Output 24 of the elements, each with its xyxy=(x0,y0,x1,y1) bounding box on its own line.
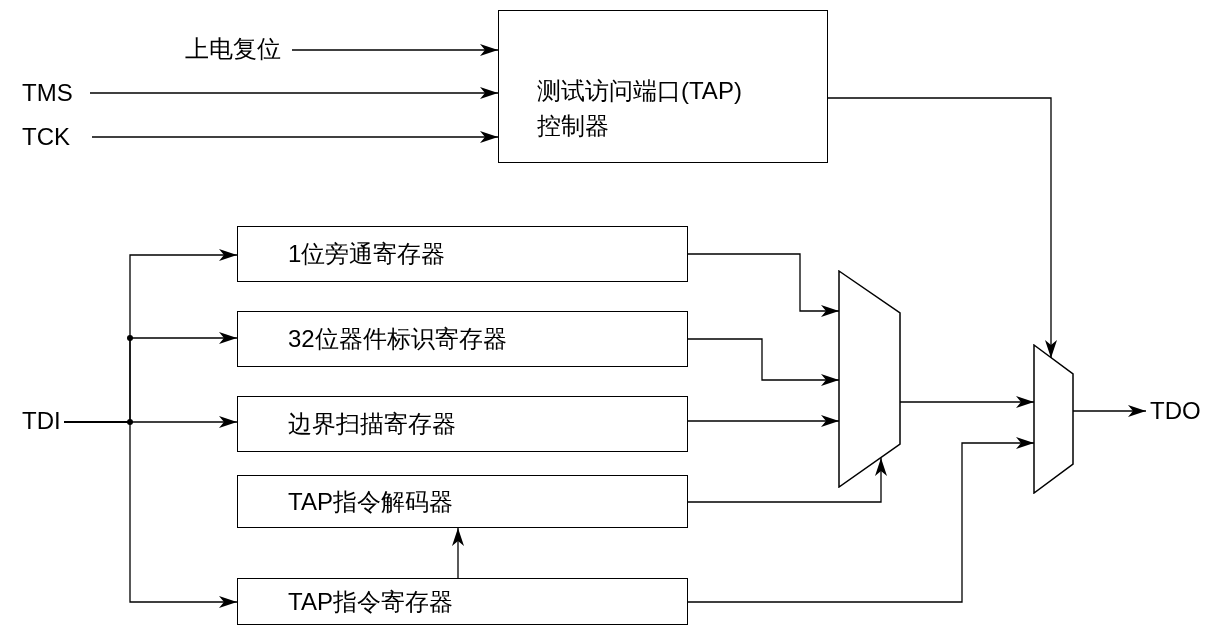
register-box: TAP指令寄存器 xyxy=(237,578,688,625)
register-box: 32位器件标识寄存器 xyxy=(237,311,688,367)
multiplexer xyxy=(838,270,901,488)
arrow xyxy=(452,527,464,579)
multiplexer xyxy=(1033,344,1074,494)
signal-label: TDO xyxy=(1150,396,1208,426)
controller-box: 测试访问端口(TAP)控制器 xyxy=(498,10,828,163)
signal-label: TMS xyxy=(22,78,88,108)
arrow xyxy=(687,437,1035,603)
signal-label: TDI xyxy=(22,406,64,436)
register-box: 边界扫描寄存器 xyxy=(237,396,688,452)
arrow xyxy=(89,87,499,99)
arrow xyxy=(687,253,840,317)
register-box: 1位旁通寄存器 xyxy=(237,226,688,282)
signal-label: 上电复位 xyxy=(185,34,295,64)
arrow xyxy=(63,421,238,608)
arrow xyxy=(91,131,499,143)
arrow xyxy=(291,44,499,56)
arrow xyxy=(687,415,840,427)
arrow xyxy=(687,338,840,386)
arrow xyxy=(827,97,1057,359)
signal-label: TCK xyxy=(22,122,88,152)
arrow xyxy=(687,457,887,503)
decoder-box: TAP指令解码器 xyxy=(237,475,688,528)
